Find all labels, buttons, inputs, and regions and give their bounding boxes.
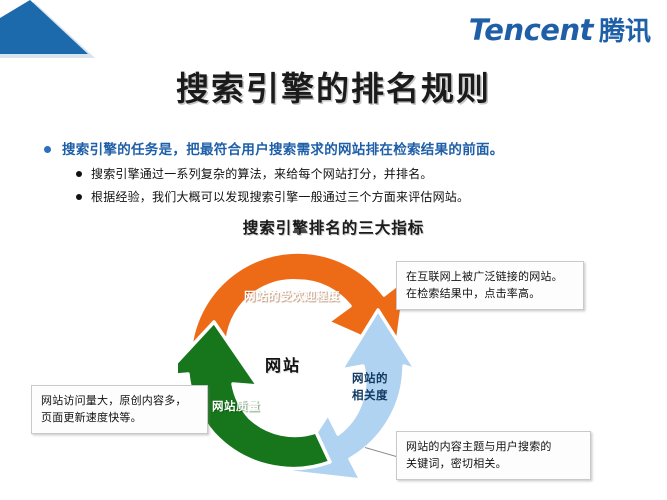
- diagram-center-label: 网站: [265, 356, 302, 375]
- blue-triangle-logo-icon: [0, 0, 110, 62]
- bullet-sub-text: 搜索引擎通过一系列复杂的算法，来给每个网站打分，并排名。: [91, 167, 433, 182]
- bullet-dot-icon: [44, 146, 51, 153]
- callout-line: 网站访问量大，原创内容多，: [41, 394, 187, 407]
- bullet-primary: 搜索引擎的任务是，把最符合用户搜索需求的网站排在检索结果的前面。: [44, 141, 634, 159]
- callout-quality: 网站访问量大，原创内容多， 页面更新速度快等。: [31, 385, 208, 434]
- bullet-dot-icon: [76, 171, 82, 178]
- page-title: 搜索引擎的排名规则: [176, 69, 491, 108]
- bullet-list: 搜索引擎的任务是，把最符合用户搜索需求的网站排在检索结果的前面。 搜索引擎通过一…: [44, 141, 634, 206]
- segment-relevance-icon: [288, 308, 418, 478]
- segment-label-relevance-line2: 相关度: [352, 388, 388, 403]
- segment-popularity-icon: [188, 250, 408, 362]
- segment-label-relevance: 网站的 相关度: [352, 370, 388, 405]
- tencent-logo-chinese: 腾讯: [598, 17, 651, 47]
- cycle-diagram: [0, 248, 667, 500]
- diagram-heading: 搜索引擎排名的三大指标: [242, 219, 425, 237]
- callout-popularity: 在互联网上被广泛链接的网站。 在检索结果中，点击率高。: [396, 261, 584, 310]
- cycle-diagram-svg: [178, 250, 418, 478]
- bullet-sub-item: 根据经验，我们大概可以发现搜索引擎一般通过三个方面来评估网站。: [76, 189, 634, 206]
- bullet-sub-item: 搜索引擎通过一系列复杂的算法，来给每个网站打分，并排名。: [76, 166, 634, 183]
- segment-label-quality: 网站质量: [212, 399, 260, 413]
- callout-line: 关键词，密切相关。: [406, 456, 507, 470]
- tencent-logo-latin: Tencent: [468, 13, 594, 47]
- bullet-primary-text: 搜索引擎的任务是，把最符合用户搜索需求的网站排在检索结果的前面。: [62, 142, 504, 158]
- segment-label-popularity: 网站的受欢迎程度: [244, 289, 340, 303]
- segment-quality-icon: [178, 320, 332, 471]
- callout-line: 在互联网上被广泛链接的网站。: [406, 270, 563, 283]
- bullet-sub-text: 根据经验，我们大概可以发现搜索引擎一般通过三个方面来评估网站。: [91, 189, 470, 204]
- callout-line: 网站的内容主题与用户搜索的: [406, 440, 552, 453]
- callout-relevance: 网站的内容主题与用户搜索的 关键词，密切相关。: [396, 431, 591, 480]
- segment-label-relevance-line1: 网站的: [352, 371, 388, 385]
- bullet-sub-list: 搜索引擎通过一系列复杂的算法，来给每个网站打分，并排名。 根据经验，我们大概可以…: [76, 166, 634, 206]
- callout-line: 在检索结果中，点击率高。: [406, 286, 541, 300]
- callout-line: 页面更新速度快等。: [41, 410, 142, 424]
- bullet-dot-icon: [76, 193, 82, 200]
